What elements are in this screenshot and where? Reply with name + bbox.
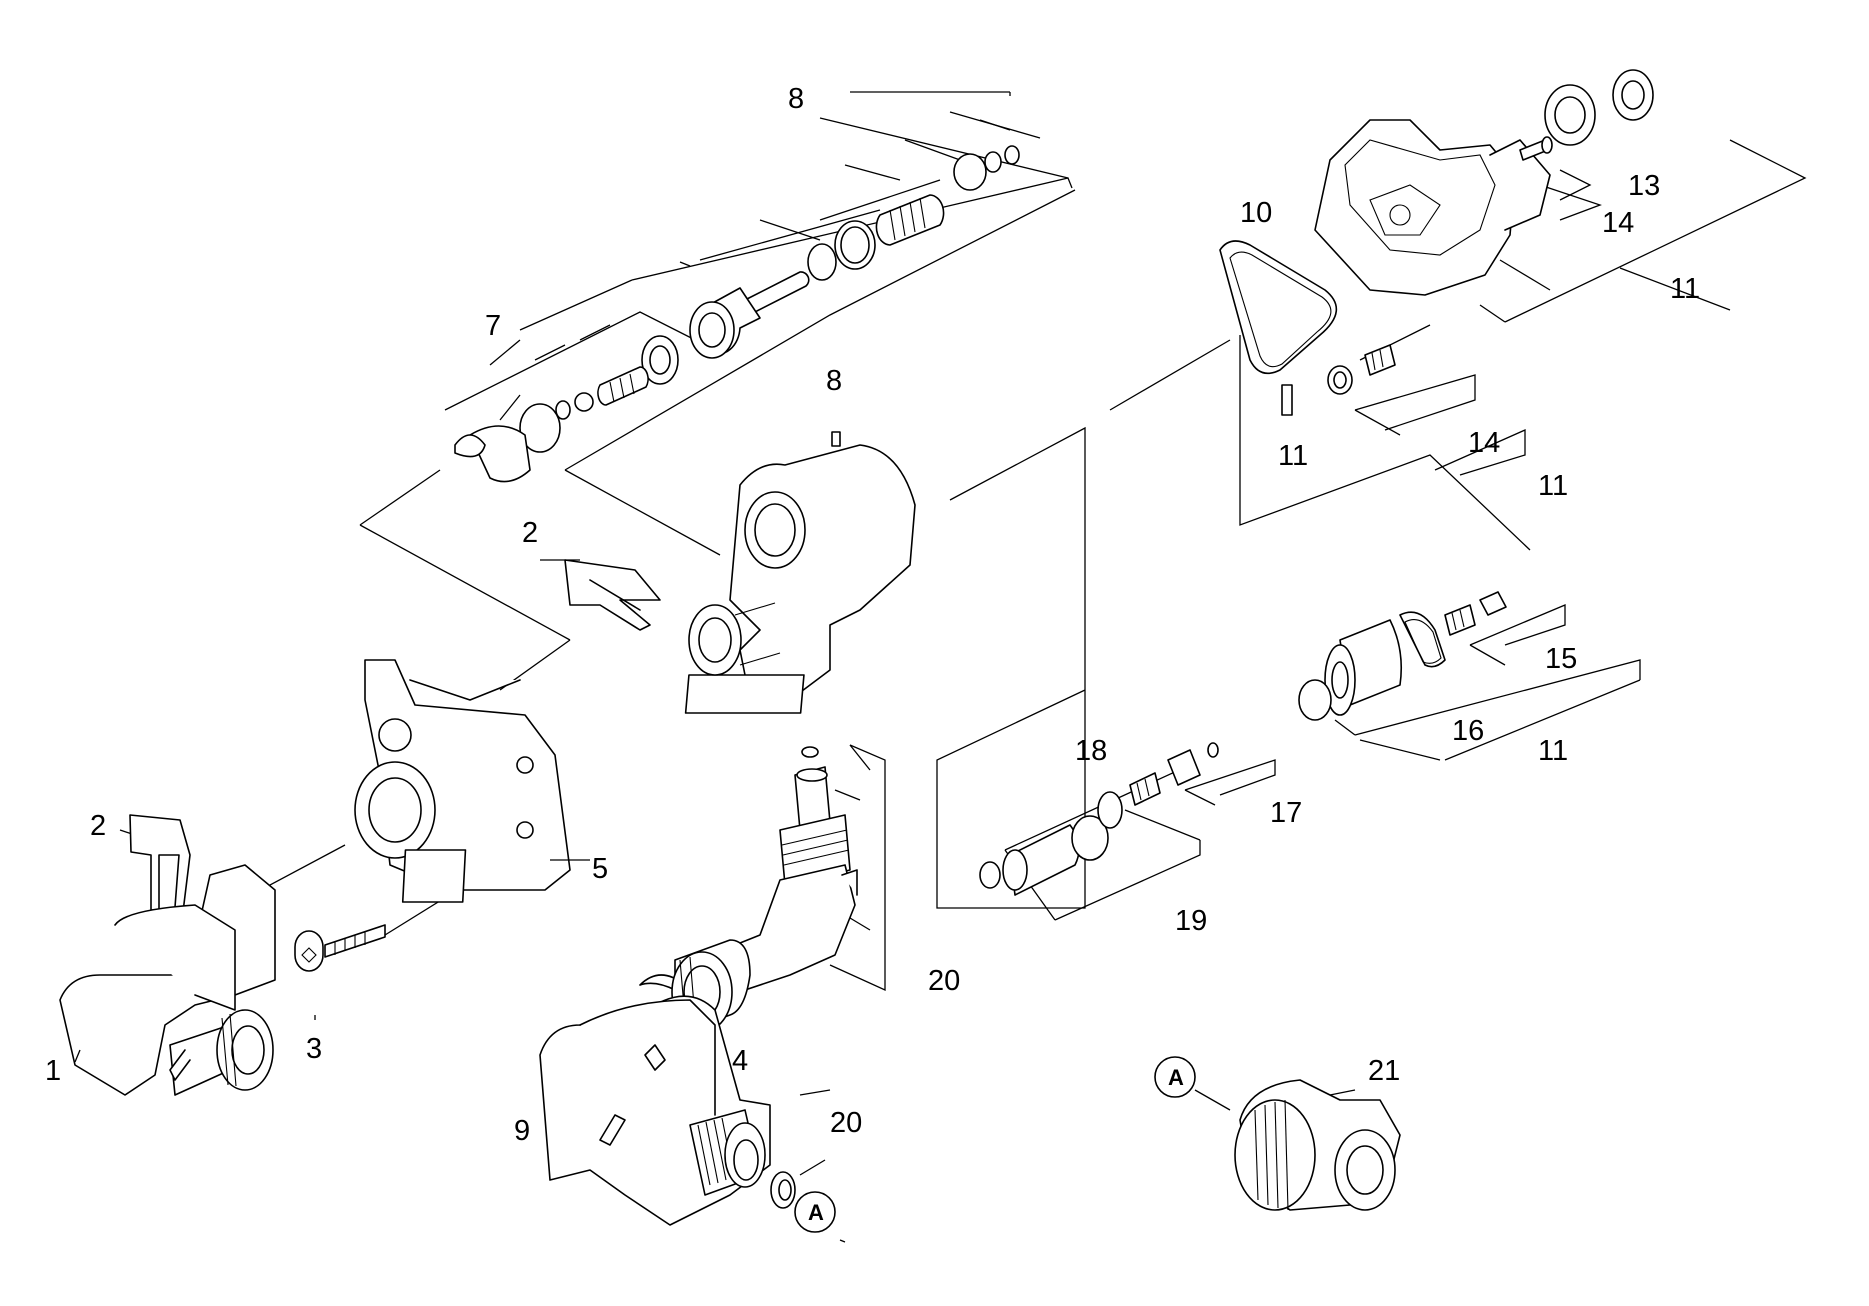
callout-16: 16 xyxy=(1452,715,1484,747)
callout-11-b: 11 xyxy=(1670,273,1700,305)
callout-2-upper: 2 xyxy=(522,517,538,549)
part-5-pump-housing xyxy=(354,659,571,903)
callout-18: 18 xyxy=(1075,735,1107,767)
part-19-valve xyxy=(979,815,1109,896)
part-2-clip-upper xyxy=(564,559,661,631)
part-15-spring xyxy=(1444,591,1507,636)
callout-15: 15 xyxy=(1545,643,1577,675)
callout-2-left: 2 xyxy=(90,810,106,842)
marker-a-lower: A xyxy=(794,1191,836,1233)
callout-14-b: 14 xyxy=(1468,427,1500,459)
part-16-valve-body xyxy=(1298,611,1446,721)
marker-a-lower-letter: A xyxy=(808,1200,824,1225)
part-20-ring-small xyxy=(770,1159,826,1209)
part-14-spring-mid xyxy=(1327,344,1396,395)
leader-lines xyxy=(119,91,1807,992)
callout-20-a: 20 xyxy=(928,965,960,997)
callout-8-mid: 8 xyxy=(826,365,842,397)
part-1-elbow xyxy=(59,864,276,1096)
marker-a-right: A xyxy=(1154,1056,1231,1111)
part-18-spring xyxy=(1097,772,1161,829)
callout-19: 19 xyxy=(1175,905,1207,937)
callout-20-b: 20 xyxy=(830,1107,862,1139)
central-manifold xyxy=(684,431,916,714)
part-7-valve-stack xyxy=(454,335,679,483)
label-leaders xyxy=(74,559,1356,1243)
part-21-coupling xyxy=(1234,1079,1401,1211)
callout-21: 21 xyxy=(1368,1055,1400,1087)
part-3-screw xyxy=(294,924,386,972)
callout-14-a: 14 xyxy=(1602,207,1634,239)
marker-a-right-letter: A xyxy=(1168,1065,1184,1090)
callout-11-d: 11 xyxy=(1538,735,1568,767)
callout-5: 5 xyxy=(592,853,608,885)
part-10-gasket xyxy=(1219,240,1338,416)
callout-17: 17 xyxy=(1270,797,1302,829)
callout-11-c: 11 xyxy=(1538,470,1568,502)
callout-9: 9 xyxy=(514,1115,530,1147)
callout-7: 7 xyxy=(485,310,501,342)
part-17-valve-cage xyxy=(1167,742,1219,786)
part-11-pump-head xyxy=(1314,119,1551,296)
callout-4: 4 xyxy=(732,1045,748,1077)
callout-3: 3 xyxy=(306,1033,322,1065)
callout-labels: 1 2 2 3 4 5 7 8 8 9 10 11 11 11 11 13 14… xyxy=(45,83,1700,1147)
callout-10: 10 xyxy=(1240,197,1272,229)
part-8-valve-stack xyxy=(689,145,1020,359)
part-9-elbow xyxy=(539,995,771,1226)
part-2-clip-left xyxy=(129,814,191,921)
callout-13: 13 xyxy=(1628,170,1660,202)
part-14-pin xyxy=(1519,136,1553,161)
callout-1: 1 xyxy=(45,1055,61,1087)
callout-8-top: 8 xyxy=(788,83,804,115)
callout-11-a: 11 xyxy=(1278,440,1308,472)
part-13-seal xyxy=(1544,69,1654,146)
